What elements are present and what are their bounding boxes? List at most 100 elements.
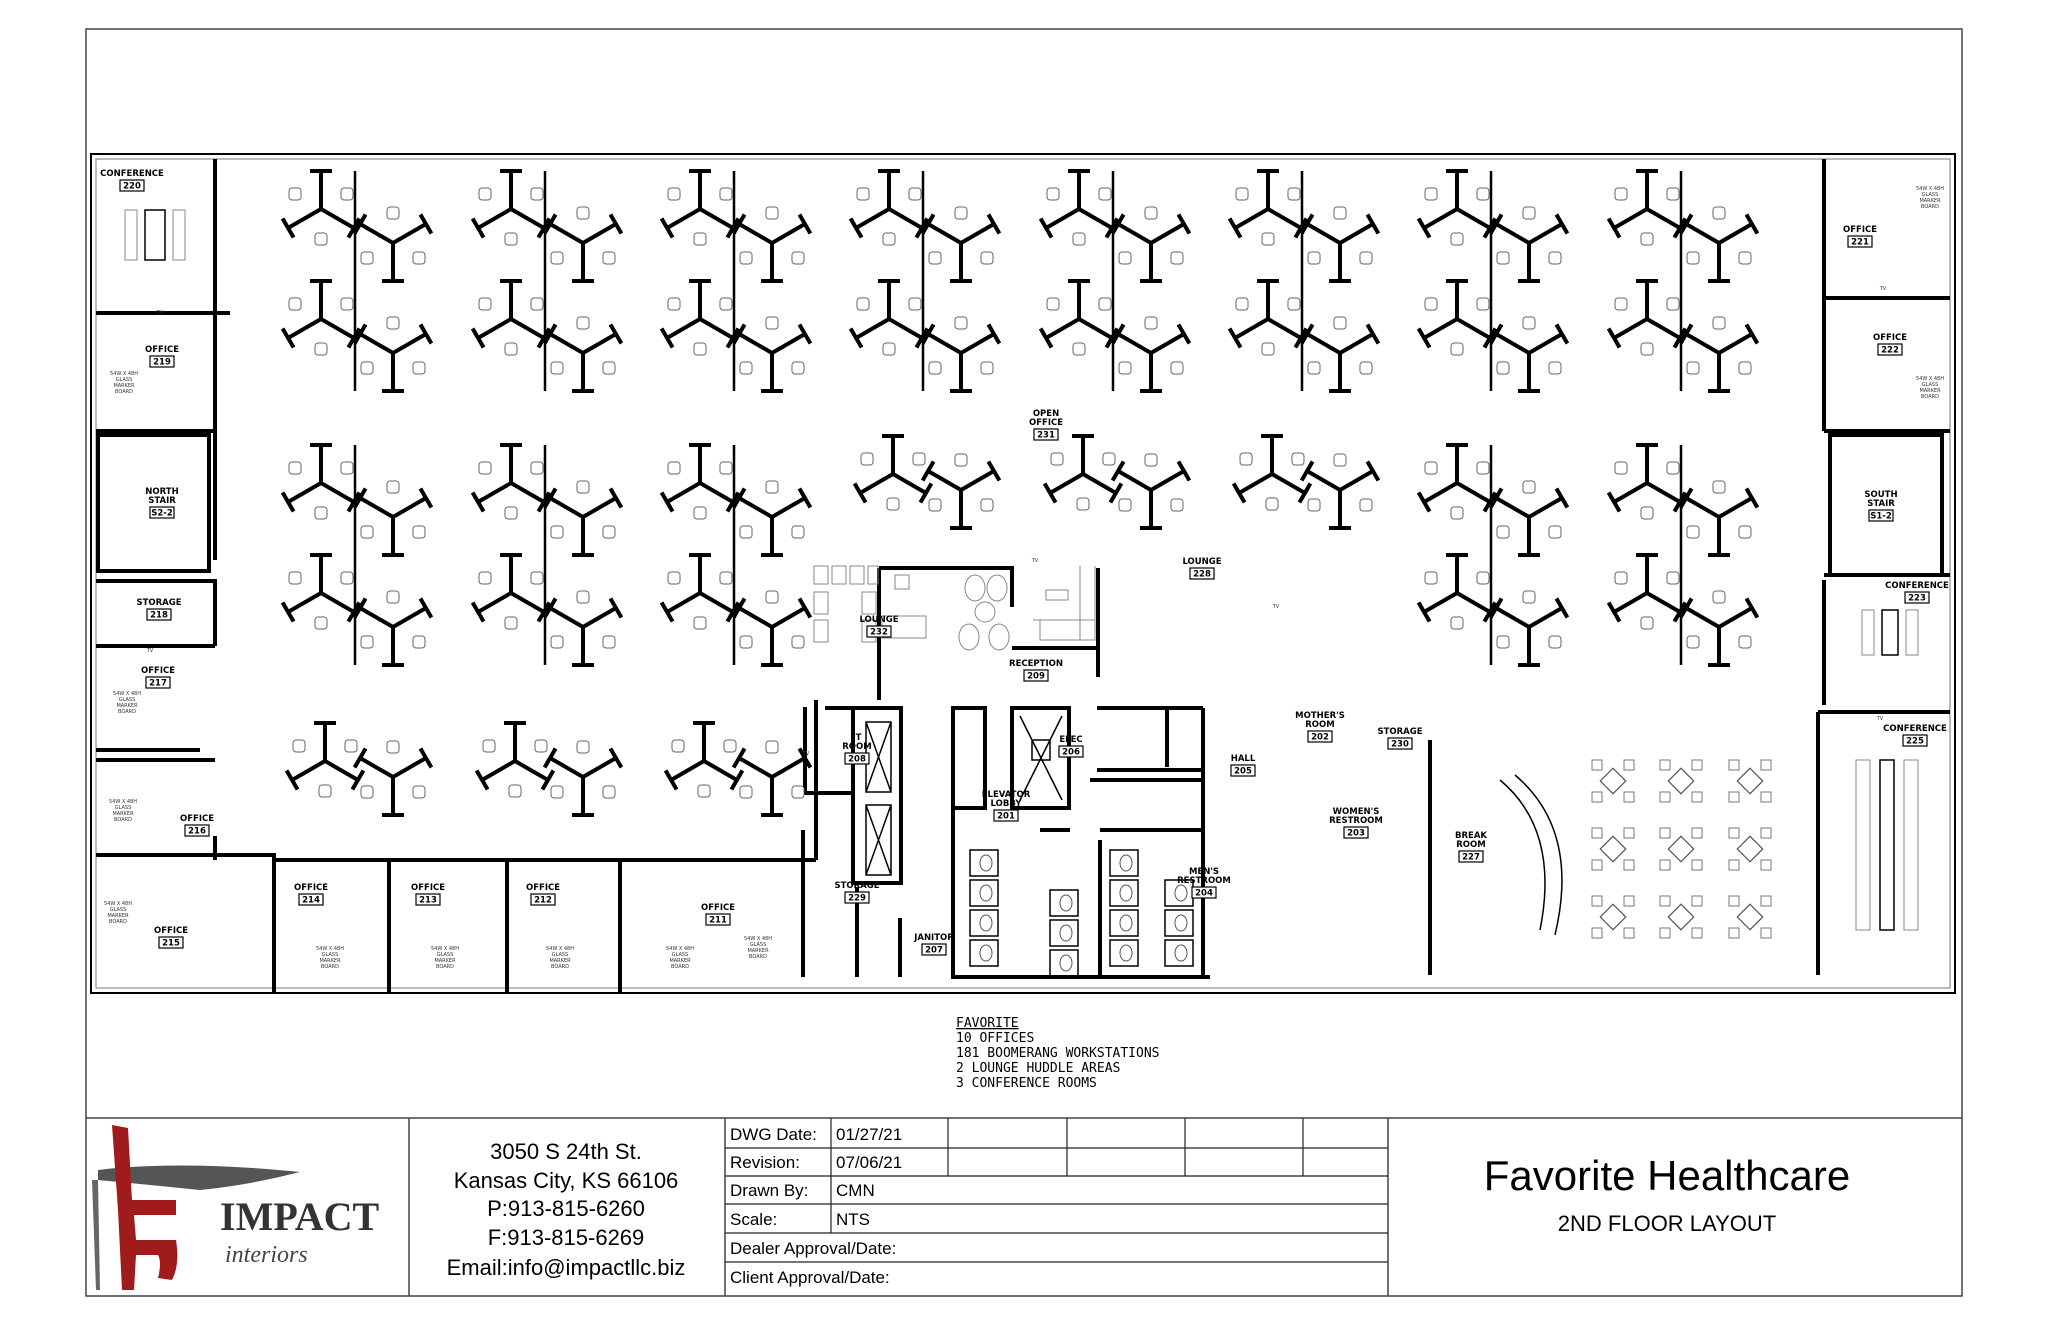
chair <box>928 251 942 265</box>
chair <box>739 525 753 539</box>
room-number: 202 <box>1311 733 1329 743</box>
toilet-stall <box>1049 949 1079 977</box>
break-table <box>1591 895 1635 939</box>
break-table <box>1659 759 1703 803</box>
room-number: 205 <box>1234 767 1252 777</box>
toilet-stall <box>1109 939 1139 967</box>
workstation-cluster <box>1606 443 1760 667</box>
chair <box>360 785 374 799</box>
workstation-cluster <box>659 443 813 667</box>
chair <box>1728 895 1740 907</box>
break-table <box>1591 759 1635 803</box>
boomerang-workstation <box>1231 434 1313 511</box>
chair <box>412 525 426 539</box>
chair <box>1728 927 1740 939</box>
chair <box>1640 342 1654 356</box>
field-label: Drawn By: <box>730 1181 808 1200</box>
chair <box>1476 571 1490 585</box>
room-name: OPEN <box>1033 409 1059 419</box>
chair <box>1170 498 1184 512</box>
chair <box>1450 616 1464 630</box>
room-number-box <box>1058 745 1084 758</box>
chair <box>1691 791 1703 803</box>
room-name: ROOM <box>842 742 871 752</box>
chair <box>478 297 492 311</box>
chair <box>1424 187 1438 201</box>
chair <box>928 498 942 512</box>
chair <box>954 453 968 467</box>
chair <box>602 251 616 265</box>
chair <box>1476 297 1490 311</box>
chair <box>1261 232 1275 246</box>
drawing-info-table: DWG Date: 01/27/21 Revision: 07/06/21 Dr… <box>730 1125 902 1287</box>
chair <box>386 316 400 330</box>
boomerang-workstation <box>352 206 434 283</box>
chair <box>550 635 564 649</box>
room-number-box <box>184 824 210 837</box>
workstation-cluster <box>1416 169 1570 393</box>
chair <box>1261 342 1275 356</box>
company-address: 3050 S 24th St. Kansas City, KS 66106 P:… <box>447 1139 686 1280</box>
chair <box>534 739 548 753</box>
room-name: NORTH <box>145 487 178 497</box>
room-number-box <box>149 355 175 368</box>
room-number-box <box>844 752 870 765</box>
chair <box>412 251 426 265</box>
boomerang-workstation <box>542 206 624 283</box>
lounge-232-furniture <box>813 565 879 643</box>
chair <box>1614 571 1628 585</box>
boomerang-workstation <box>1488 480 1570 557</box>
boomerang-workstation <box>1488 316 1570 393</box>
chair <box>1686 635 1700 649</box>
chair <box>1728 827 1740 839</box>
chair <box>1496 251 1510 265</box>
room-number-box <box>530 893 556 906</box>
marker-board-text: BOARD <box>321 964 339 970</box>
conference-225-table <box>1855 759 1919 931</box>
chair <box>1691 927 1703 939</box>
room-number-box <box>844 891 870 904</box>
chair <box>1265 497 1279 511</box>
workstation-cluster <box>1227 169 1381 393</box>
marker-board-text: BOARD <box>749 954 767 960</box>
chair <box>791 251 805 265</box>
room-number-box <box>993 809 1019 822</box>
chair <box>1591 791 1603 803</box>
reception-furniture <box>881 574 1010 651</box>
room-name: LOBBY <box>991 799 1023 809</box>
boomerang-workstation <box>474 721 556 798</box>
room-number: 232 <box>870 628 888 638</box>
chair <box>791 525 805 539</box>
chair <box>1548 251 1562 265</box>
chair <box>1424 297 1438 311</box>
chair <box>1118 498 1132 512</box>
marker-board-text: GLASS <box>437 952 454 958</box>
boomerang-workstation <box>280 443 362 520</box>
chair <box>1072 232 1086 246</box>
chair <box>1760 759 1772 771</box>
marker-board-text: GLASS <box>116 377 133 383</box>
room-number: 208 <box>848 755 866 765</box>
chair <box>478 461 492 475</box>
room-name: OFFICE <box>1873 333 1907 343</box>
room-number: 206 <box>1062 748 1080 758</box>
room-number-box <box>1033 428 1059 441</box>
room-name: OFFICE <box>411 883 445 893</box>
chair <box>576 480 590 494</box>
chair <box>791 785 805 799</box>
boomerang-workstation <box>1299 206 1381 283</box>
toilet-stall <box>969 879 999 907</box>
chair <box>550 525 564 539</box>
chair <box>1333 453 1347 467</box>
chair <box>860 452 874 466</box>
marker-board-text: BOARD <box>436 964 454 970</box>
chair <box>360 251 374 265</box>
lounge-228-furniture <box>1033 566 1096 641</box>
